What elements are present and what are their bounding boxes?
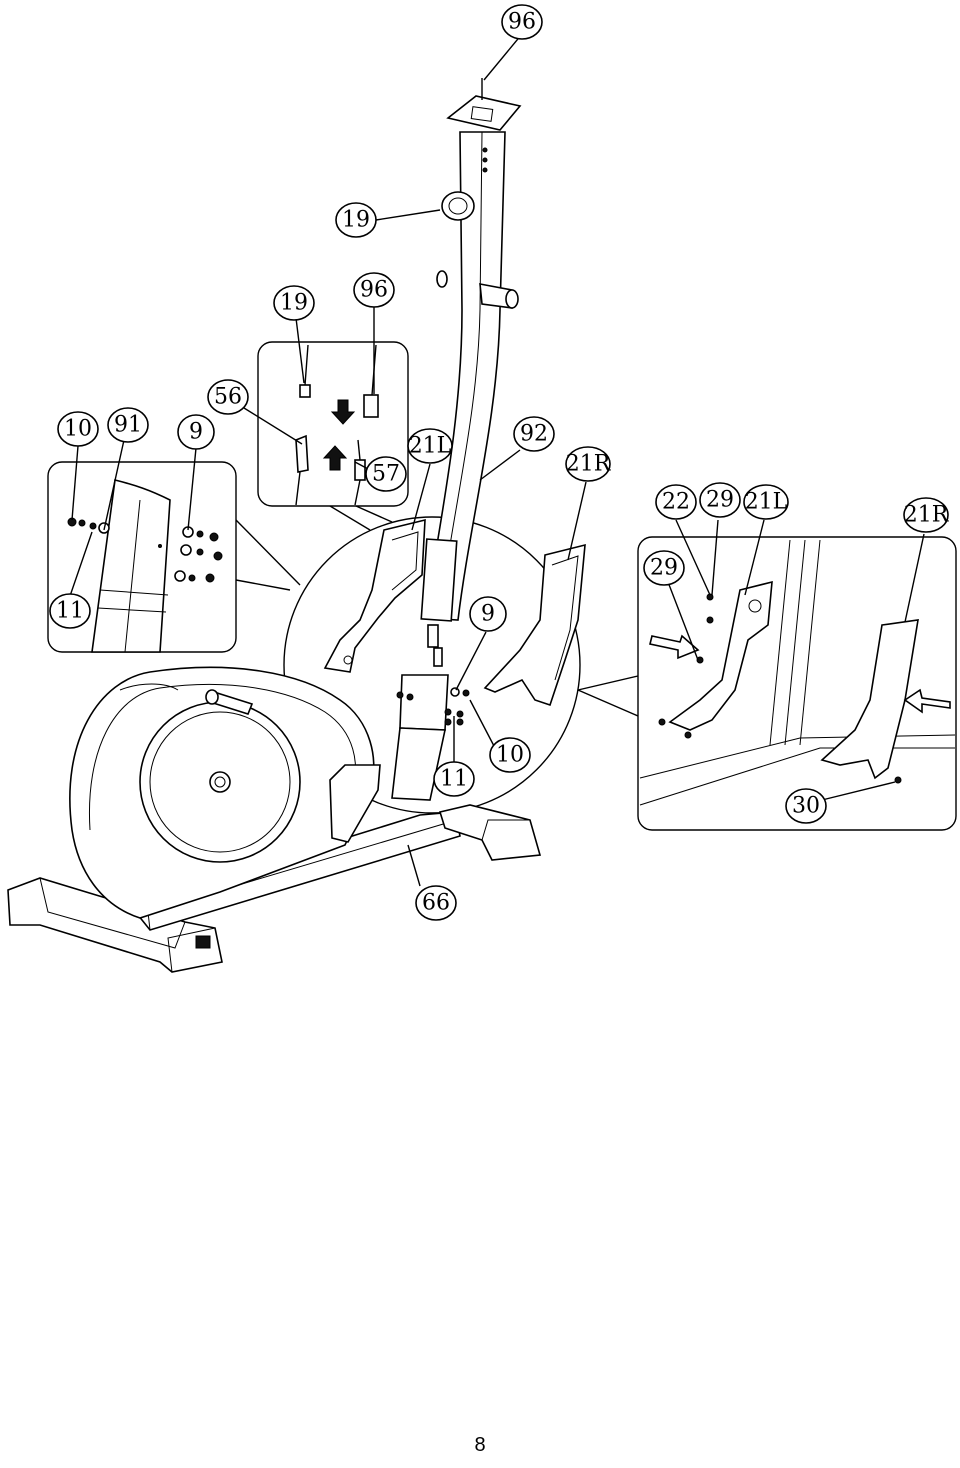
callout-91: 91 — [107, 407, 149, 443]
callout-10-center: 10 — [489, 737, 531, 773]
callout-30-text: 30 — [792, 794, 820, 819]
callout-22-text: 22 — [662, 490, 690, 515]
callout-92: 92 — [513, 416, 555, 452]
arrow-left-icon — [903, 688, 951, 714]
callout-29-left: 29 — [643, 550, 685, 586]
callout-66-text: 66 — [422, 891, 450, 916]
callout-56: 56 — [207, 379, 249, 415]
arrow-down-icon — [330, 399, 356, 425]
leader-lines — [69, 33, 925, 887]
callout-21L-center-text: 21L — [409, 434, 452, 459]
callout-11-left: 11 — [49, 593, 91, 629]
callout-19-inset-text: 19 — [280, 291, 308, 316]
left-inset-parts — [67, 479, 223, 653]
callout-21R-right-text: 21R — [904, 503, 950, 528]
cable-inset-parts — [295, 344, 379, 506]
callout-19-top-text: 19 — [342, 208, 370, 233]
callout-11-center: 11 — [433, 761, 475, 797]
callout-96-top: 96 — [501, 4, 543, 40]
callout-91-text: 91 — [114, 413, 142, 438]
callout-66: 66 — [415, 885, 457, 921]
callout-10-left-text: 10 — [64, 417, 92, 442]
callout-92-text: 92 — [520, 422, 548, 447]
callout-29-top: 29 — [699, 482, 741, 518]
callout-57-text: 57 — [372, 462, 400, 487]
callout-21L-center: 21L — [407, 428, 453, 464]
inset-connector-lines — [235, 505, 639, 717]
callout-11-center-text: 11 — [440, 767, 468, 792]
right-inset-parts — [639, 539, 956, 806]
callout-9-left: 9 — [177, 414, 215, 450]
callout-96-inset-text: 96 — [360, 278, 388, 303]
callout-29-top-text: 29 — [706, 488, 734, 513]
arrow-up-icon — [322, 445, 348, 471]
page-number: 8 — [474, 1434, 486, 1456]
callout-96-top-text: 96 — [508, 10, 536, 35]
callout-29-left-text: 29 — [650, 556, 678, 581]
callout-21R-center: 21R — [565, 446, 612, 482]
callout-22: 22 — [655, 484, 697, 520]
arrow-right-icon — [649, 634, 700, 660]
callout-9-center: 9 — [469, 596, 507, 632]
front-stabilizer — [438, 804, 542, 861]
center-detail-parts — [323, 518, 586, 801]
callout-10-center-text: 10 — [496, 743, 524, 768]
elliptical-machine — [7, 666, 542, 973]
grommet-19 — [441, 191, 475, 221]
callout-11-left-text: 11 — [56, 599, 84, 624]
callout-9-center-text: 9 — [481, 602, 495, 627]
callout-57: 57 — [365, 456, 407, 492]
callout-96-inset: 96 — [353, 272, 395, 308]
callout-21R-right: 21R — [903, 497, 950, 533]
callout-21R-center-text: 21R — [566, 452, 612, 477]
callout-9-left-text: 9 — [189, 420, 203, 445]
upright-mast-92 — [420, 78, 522, 622]
callout-10-left: 10 — [57, 411, 99, 447]
callout-19-inset: 19 — [273, 285, 315, 321]
callout-21L-right: 21L — [743, 484, 789, 520]
callout-56-text: 56 — [214, 385, 242, 410]
top-plate — [446, 95, 522, 131]
callout-19-top: 19 — [335, 202, 377, 238]
callout-21L-right-text: 21L — [745, 490, 788, 515]
callout-30: 30 — [785, 788, 827, 824]
